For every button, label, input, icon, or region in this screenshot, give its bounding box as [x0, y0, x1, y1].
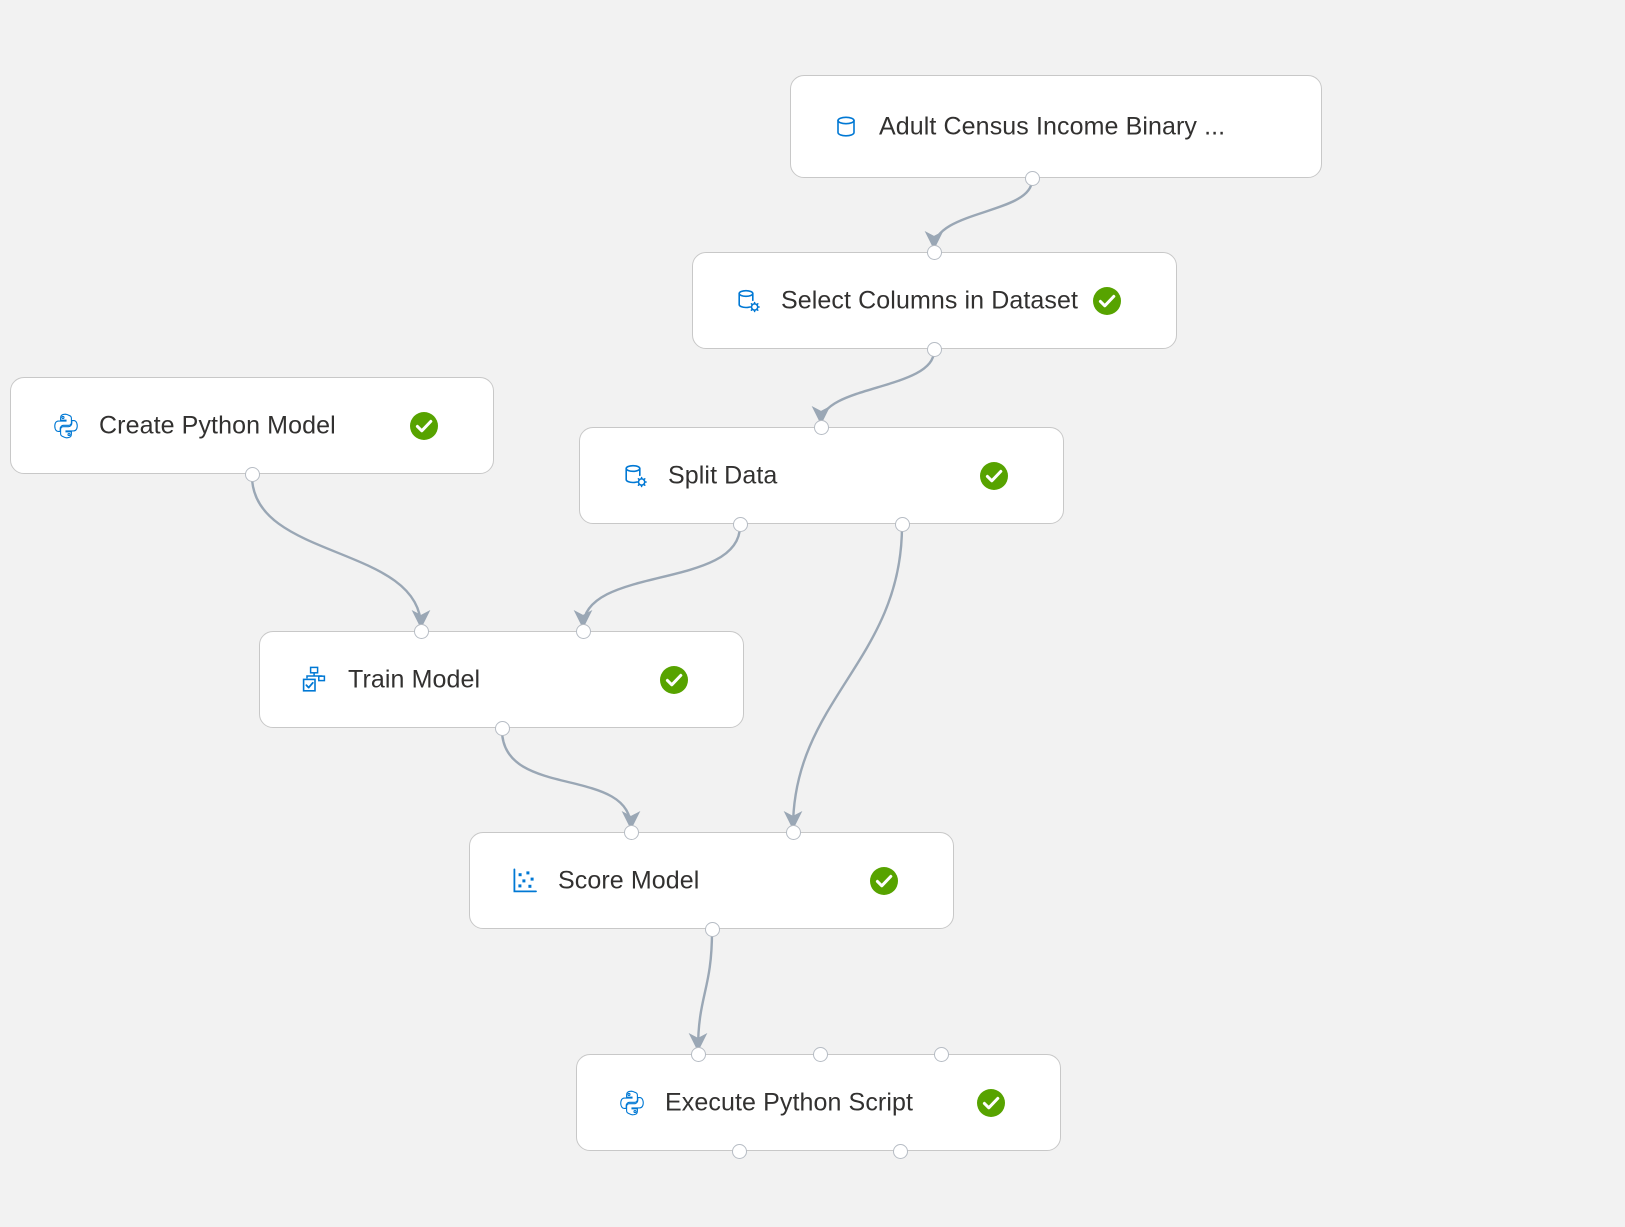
score-model-icon: [508, 864, 542, 898]
pipeline-edge[interactable]: [811, 350, 936, 425]
pipeline-node-create-python-model[interactable]: Create Python Model: [10, 377, 494, 474]
status-badge-success: [659, 665, 689, 695]
output-port[interactable]: [892, 1143, 908, 1159]
dataset-icon: [829, 110, 863, 144]
output-port[interactable]: [244, 466, 260, 482]
python-icon: [49, 409, 83, 443]
pipeline-edge[interactable]: [688, 930, 714, 1052]
input-port[interactable]: [690, 1046, 706, 1062]
status-badge-success: [976, 1088, 1006, 1118]
node-title: Select Columns in Dataset: [781, 286, 1079, 314]
pipeline-node-train-model[interactable]: Train Model: [259, 631, 744, 728]
output-port[interactable]: [926, 341, 942, 357]
node-title: Create Python Model: [99, 411, 336, 439]
output-port[interactable]: [704, 921, 720, 937]
pipeline-edge[interactable]: [573, 525, 742, 629]
input-port[interactable]: [813, 419, 829, 435]
pipeline-edge[interactable]: [250, 475, 431, 629]
pipeline-node-execute-python-script[interactable]: Execute Python Script: [576, 1054, 1061, 1151]
pipeline-node-select-columns-in-dataset[interactable]: Select Columns in Dataset: [692, 252, 1177, 349]
pipeline-edge[interactable]: [924, 179, 1034, 250]
status-badge-success: [979, 461, 1009, 491]
dataset-transform-icon: [618, 459, 652, 493]
node-title: Score Model: [558, 866, 700, 894]
input-port[interactable]: [812, 1046, 828, 1062]
output-port[interactable]: [731, 1143, 747, 1159]
status-badge-success: [409, 411, 439, 441]
output-port[interactable]: [732, 516, 748, 532]
input-port[interactable]: [623, 824, 639, 840]
node-title: Adult Census Income Binary ...: [879, 112, 1226, 140]
output-port[interactable]: [494, 720, 510, 736]
pipeline-edge[interactable]: [783, 525, 904, 830]
output-port[interactable]: [894, 516, 910, 532]
node-title: Split Data: [668, 461, 778, 489]
train-model-icon: [298, 663, 332, 697]
pipeline-node-score-model[interactable]: Score Model: [469, 832, 954, 929]
input-port[interactable]: [933, 1046, 949, 1062]
node-title: Execute Python Script: [665, 1088, 914, 1116]
input-port[interactable]: [785, 824, 801, 840]
pipeline-node-adult-census-income-binary[interactable]: Adult Census Income Binary ...: [790, 75, 1322, 178]
status-badge-success: [1092, 286, 1122, 316]
input-port[interactable]: [413, 623, 429, 639]
input-port[interactable]: [926, 244, 942, 260]
dataset-transform-icon: [731, 284, 765, 318]
output-port[interactable]: [1024, 170, 1040, 186]
input-port[interactable]: [575, 623, 591, 639]
pipeline-edge[interactable]: [500, 729, 641, 830]
status-badge-success: [869, 866, 899, 896]
python-icon: [615, 1086, 649, 1120]
pipeline-node-split-data[interactable]: Split Data: [579, 427, 1064, 524]
node-title: Train Model: [348, 665, 481, 693]
